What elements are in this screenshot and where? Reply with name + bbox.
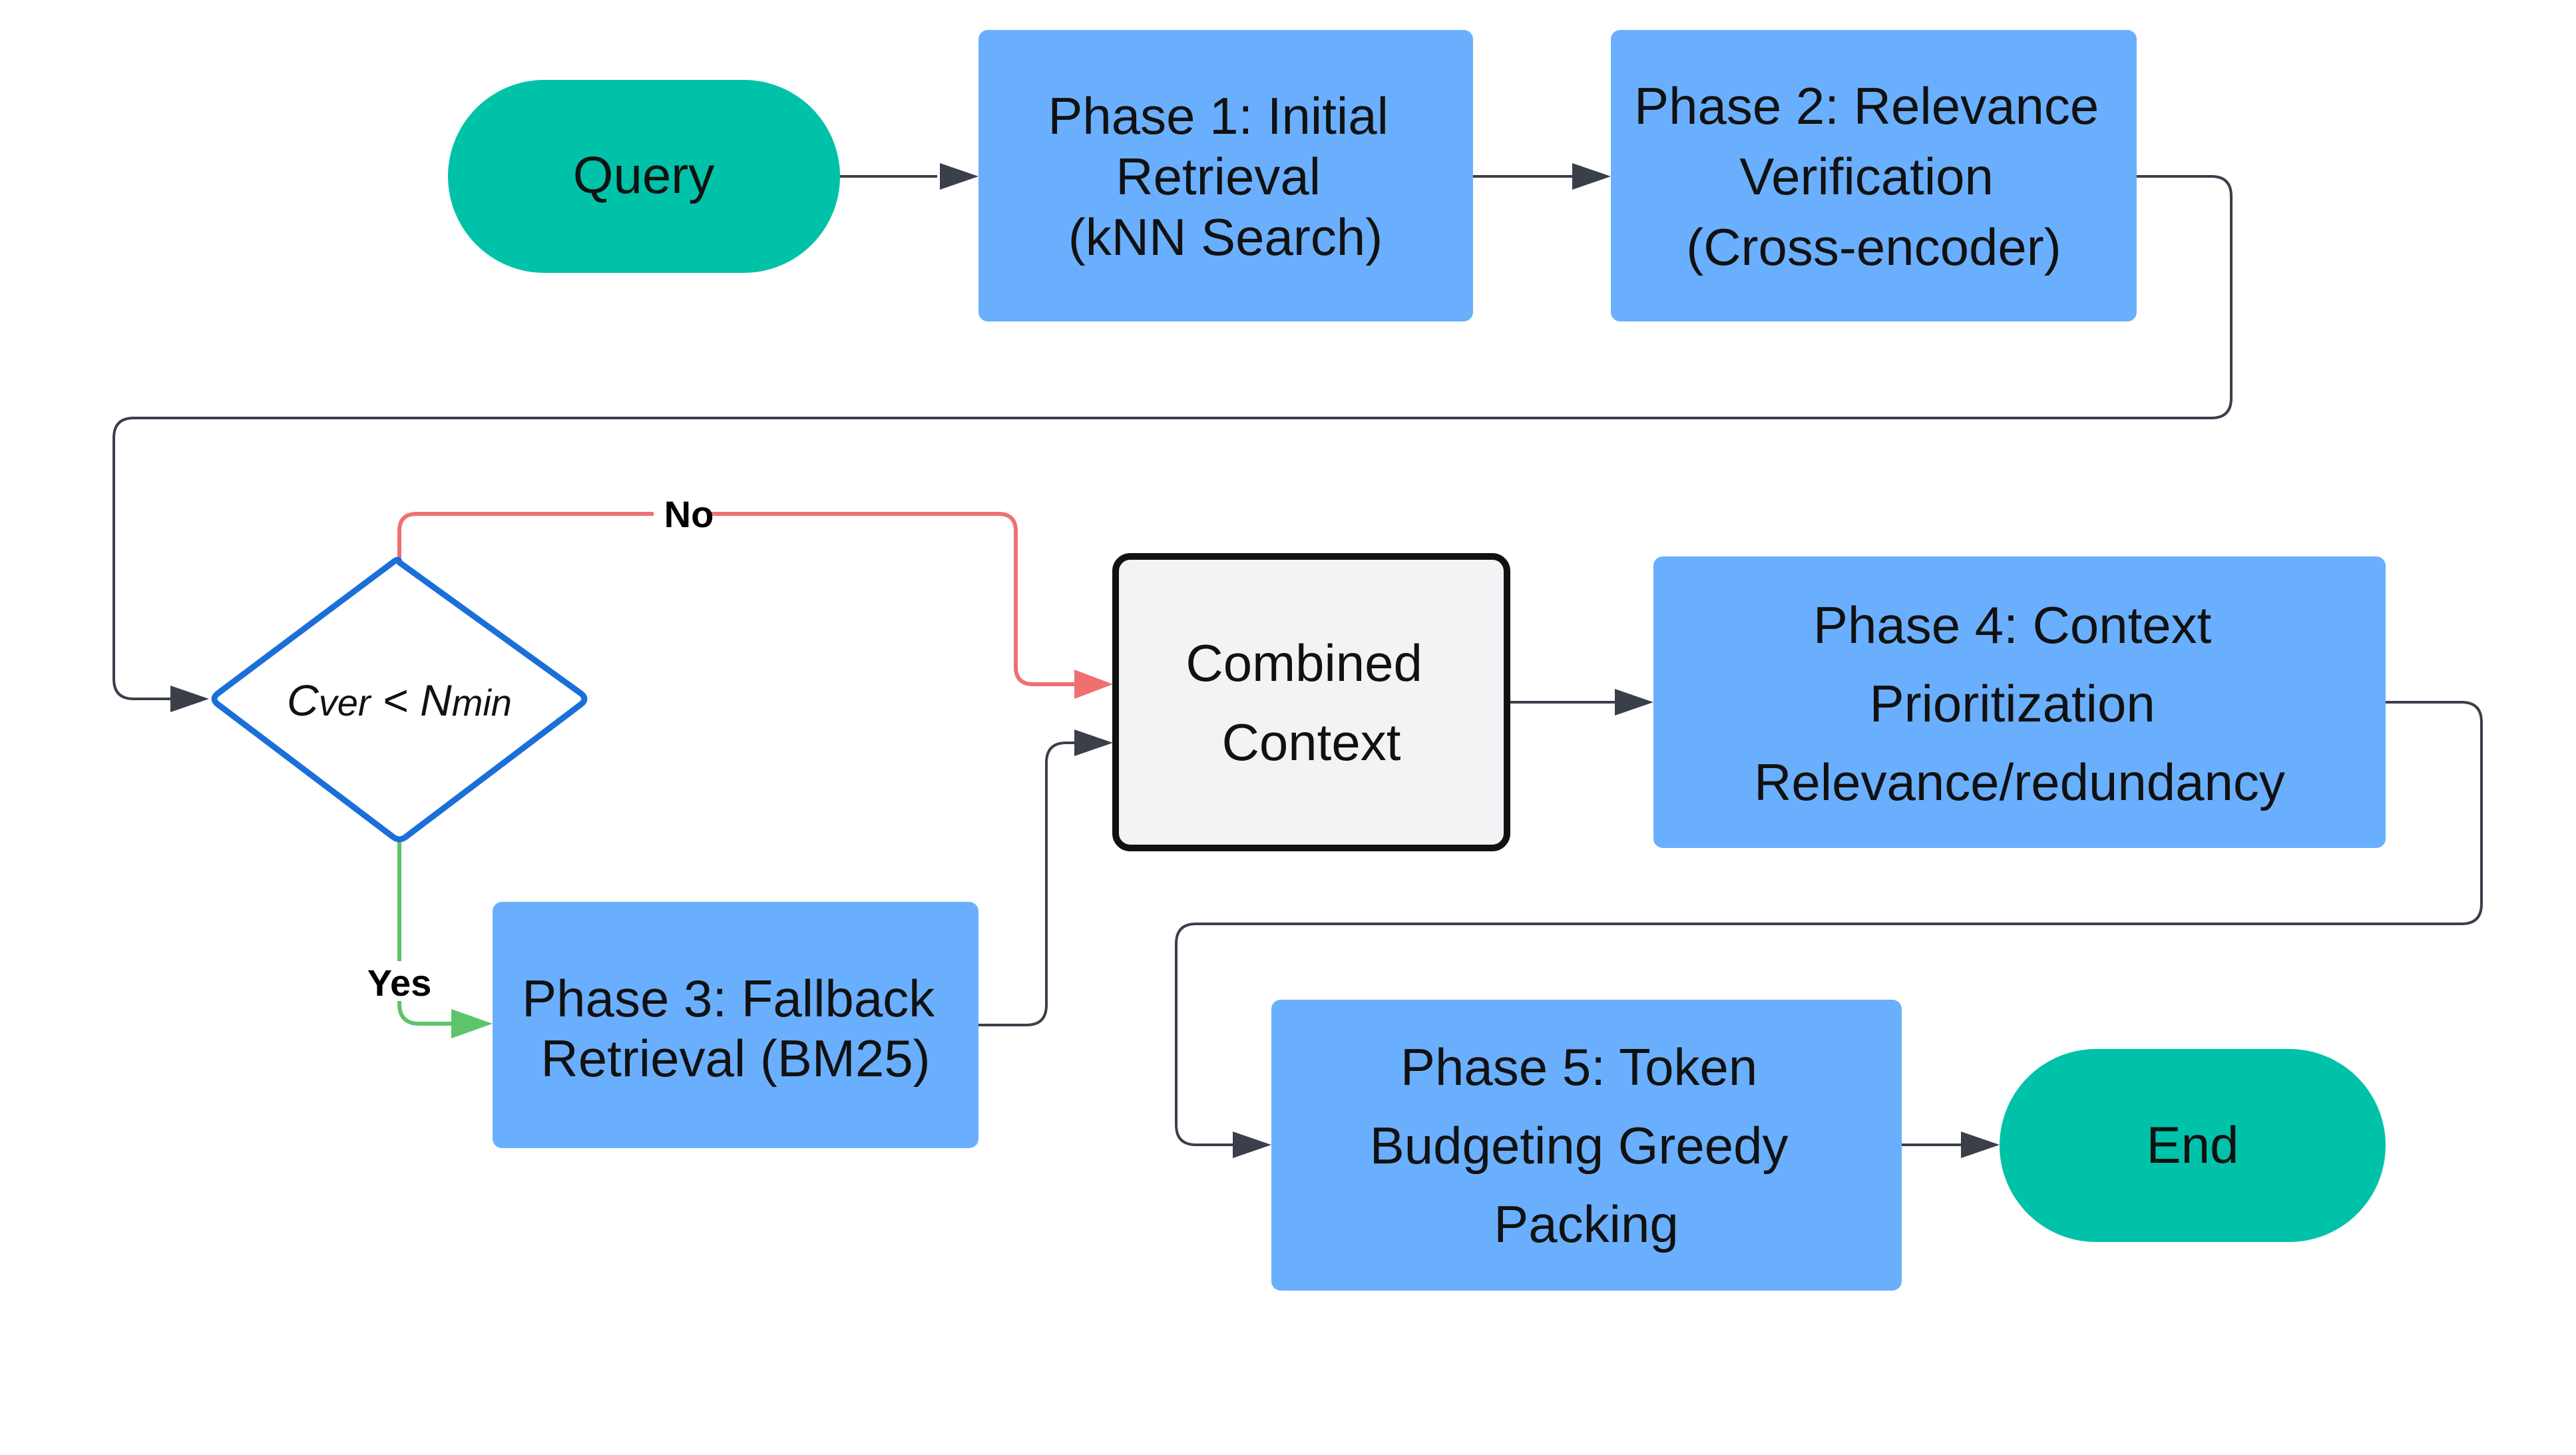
node-combined-context: Combined Context (1112, 553, 1510, 851)
arrowhead-phase5-to-end (1961, 1132, 2000, 1158)
arrowhead-query-to-phase1 (940, 163, 978, 190)
node-phase1-line-2: Retrieval (1116, 147, 1321, 206)
node-phase3-line-2: Retrieval (BM25) (540, 1029, 930, 1088)
svg-text:Phase 5: Token Budgeting: Phase 5: Token Budgeting Greedy Packing (1370, 1038, 1803, 1253)
svg-text:Combined Context: Combined Context (1185, 634, 1436, 771)
arrowhead-decision-no (1074, 670, 1113, 699)
arrowhead-phase3-to-combined (1074, 729, 1113, 756)
node-phase2-line-2: Verification (1739, 147, 1994, 206)
node-decision: Cver<Nmin (211, 556, 588, 843)
node-phase5-line-2: Budgeting Greedy (1370, 1116, 1789, 1175)
node-phase4-line-1: Phase 4: Context (1813, 596, 2212, 654)
svg-text:Phase 3: Fallback Retrie: Phase 3: Fallback Retrieval (BM25) (522, 969, 949, 1088)
svg-text:Phase 1: Initial Retriev: Phase 1: Initial Retrieval (kNN Search) (1048, 87, 1402, 266)
node-query: Query (448, 80, 840, 273)
edge-decision-no (397, 512, 1076, 686)
node-phase4: Phase 4: Context Prioritization Relevanc… (1653, 556, 2386, 848)
node-end: End (2000, 1049, 2386, 1242)
node-phase5: Phase 5: Token Budgeting Greedy Packing (1271, 1000, 1902, 1291)
node-phase5-line-3: Packing (1494, 1195, 1679, 1253)
node-query-label: Query (573, 146, 714, 204)
svg-text:Phase 4: Context Priorit: Phase 4: Context Prioritization Relevanc… (1754, 596, 2285, 811)
decision-condition: Cver<Nmin (287, 676, 512, 725)
edge-phase2-to-decision (112, 175, 2233, 700)
arrowhead-decision-yes (451, 1009, 493, 1038)
node-combined-line-2: Context (1222, 713, 1401, 771)
node-phase2-line-3: (Cross-encoder) (1686, 218, 2061, 276)
node-phase2: Phase 2: Relevance Verification (Cross-e… (1611, 30, 2137, 321)
edges (112, 163, 2483, 1158)
edge-labels: No Yes (359, 493, 714, 1004)
node-phase1-line-1: Phase 1: Initial (1048, 87, 1389, 145)
node-phase2-line-1: Phase 2: Relevance (1634, 77, 2099, 135)
arrowhead-phase2-to-decision (170, 686, 209, 712)
node-phase1: Phase 1: Initial Retrieval (kNN Search) (978, 30, 1473, 321)
node-phase1-line-3: (kNN Search) (1068, 208, 1383, 266)
edge-label-yes: Yes (367, 962, 432, 1004)
node-phase3-line-1: Phase 3: Fallback (522, 969, 935, 1028)
node-phase3: Phase 3: Fallback Retrieval (BM25) (493, 902, 978, 1148)
node-phase5-line-1: Phase 5: Token (1400, 1038, 1757, 1096)
edge-phase4-to-phase5 (1175, 701, 2483, 1146)
node-combined-line-1: Combined (1185, 634, 1422, 692)
arrowhead-phase1-to-phase2 (1572, 163, 1611, 190)
node-phase4-line-3: Relevance/redundancy (1754, 753, 2285, 811)
node-phase4-line-2: Prioritization (1870, 674, 2155, 733)
edge-decision-yes (397, 841, 453, 1026)
arrowhead-phase4-to-phase5 (1233, 1132, 1271, 1158)
node-end-label: End (2147, 1116, 2239, 1174)
svg-text:Phase 2: Relevance Verif: Phase 2: Relevance Verification (Cross-e… (1634, 77, 2113, 276)
arrowhead-combined-to-phase4 (1615, 689, 1653, 716)
edge-phase3-to-combined (978, 741, 1076, 1026)
edge-label-no: No (664, 493, 714, 535)
